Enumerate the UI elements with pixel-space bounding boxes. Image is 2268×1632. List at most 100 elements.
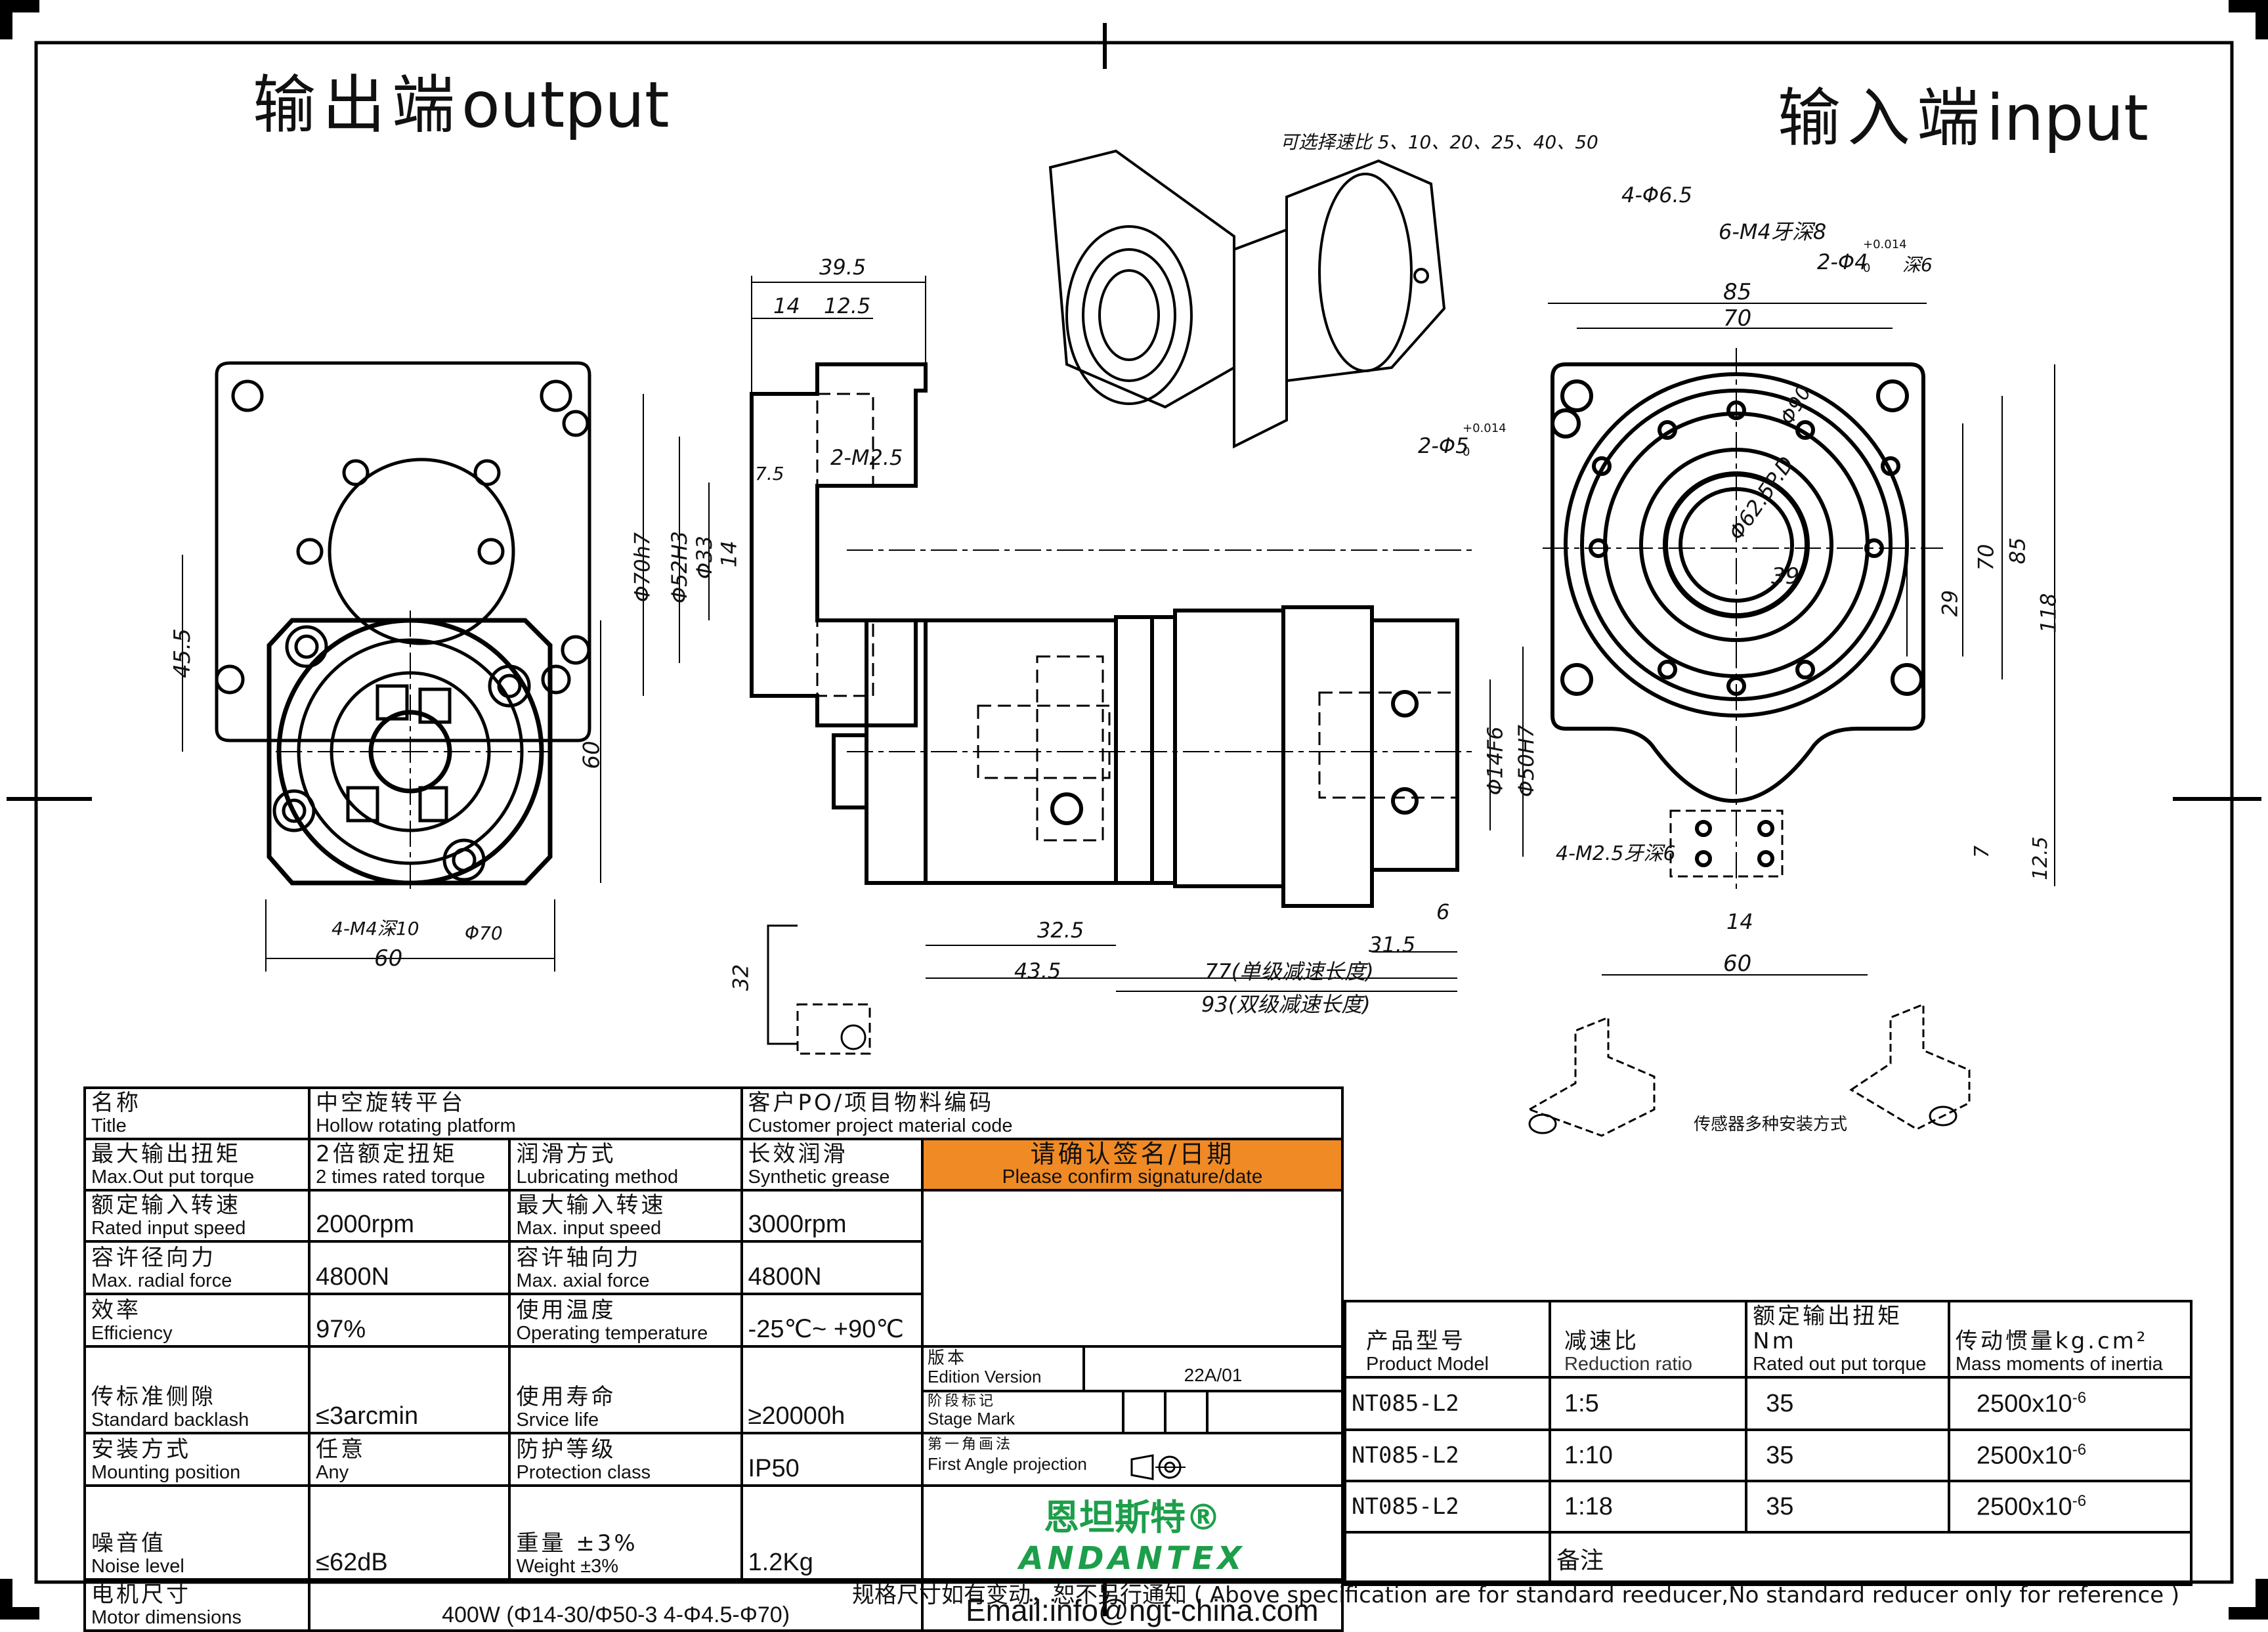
dim-label: 70 [1973, 544, 1999, 571]
weight-value: 1.2Kg [740, 1484, 924, 1581]
max-speed-value: 3000rpm [740, 1189, 924, 1243]
rated-speed-value: 2000rpm [308, 1189, 511, 1243]
dim-label: 60 [1723, 951, 1752, 977]
dim-label: +0.014 [1863, 238, 1907, 251]
temperature-value: -25℃~ +90℃ [740, 1293, 924, 1348]
axial-force-value: 4800N [740, 1240, 924, 1295]
dim-label: 7.5 [755, 463, 784, 484]
model-cell: NT085-L2 [1344, 1428, 1551, 1482]
inertia-cell: 2500x10-6 [1947, 1376, 2193, 1431]
dim-label: 85 [2005, 537, 2030, 565]
efficiency-value: 97% [308, 1293, 511, 1348]
dim-label: Φ14F6 [1482, 726, 1508, 796]
output-heading-cn: 输出端 [253, 68, 461, 142]
dim-label: 14 [716, 540, 742, 568]
output-heading: 输出端output [253, 54, 670, 145]
protection-value: IP50 [740, 1432, 924, 1487]
dim-label: Φ52H3 [667, 530, 693, 604]
ratio-cell: 1:10 [1548, 1428, 1748, 1482]
input-heading-en: input [1986, 81, 2149, 155]
dim-label: 0 [1863, 261, 1871, 275]
model-cell: NT085-L2 [1344, 1480, 1551, 1534]
dim-label: 0 [1463, 445, 1470, 459]
input-end-view [1543, 303, 2055, 976]
noise-value: ≤62dB [308, 1484, 511, 1581]
backlash-value: ≤3arcmin [308, 1345, 511, 1434]
dim-label: 4-M4深10 [332, 918, 419, 939]
dim-label: 39 [1771, 563, 1800, 590]
dim-label: 12.5 [2028, 836, 2052, 880]
dim-label: Φ70h7 [630, 532, 655, 603]
dim-label: 29 [1937, 590, 1963, 617]
dim-label: Φ50H7 [1514, 724, 1539, 798]
weight-label: 重量 ±3%Weight ±3% [508, 1484, 743, 1581]
output-end-view [182, 361, 601, 972]
dim-label: 2-M2.5 [830, 445, 903, 470]
table-row: NT085-L2 1:10 35 2500x10-6 [1344, 1428, 2193, 1482]
dim-label: 85 [1723, 279, 1752, 305]
dim-label: Φ70 [465, 922, 503, 944]
dim-label: 4-M2.5牙深6 [1556, 842, 1676, 865]
life-value: ≥20000h [740, 1345, 924, 1434]
remarks-label [1344, 1531, 1550, 1586]
sensor-note: 传感器多种安装方式 [1694, 1115, 1848, 1134]
dim-label: 45.5 [169, 628, 196, 678]
inertia-cell: 2500x10-6 [1947, 1480, 2193, 1534]
signature-area[interactable] [921, 1189, 1344, 1346]
ratio-cell: 1:5 [1548, 1376, 1748, 1431]
inertia-cell: 2500x10-6 [1947, 1428, 2193, 1482]
dim-label: 14 [773, 293, 800, 318]
dim-label: Φ33 [691, 536, 717, 579]
table-row: NT085-L2 1:5 35 2500x10-6 [1344, 1376, 2193, 1431]
dim-label: 6-M4牙深8 [1719, 219, 1827, 244]
dim-label: 77(单级减速长度) [1205, 959, 1374, 984]
dim-label: 32.5 [1037, 918, 1084, 943]
dim-label: 7 [1971, 845, 1994, 859]
dim-label: 12.5 [824, 293, 871, 318]
torque-cell: 35 [1745, 1428, 1950, 1482]
sensor-sketches [1527, 1002, 1971, 1137]
dim-label: 深6 [1902, 254, 1933, 276]
dim-label: 60 [374, 945, 403, 972]
side-section-view [643, 276, 1524, 1055]
dim-label: 93(双级减速长度) [1201, 992, 1371, 1017]
dim-label: 2-Φ5 [1418, 433, 1469, 458]
dim-label: +0.014 [1463, 421, 1507, 435]
first-angle-projection-icon [1130, 1454, 1186, 1480]
company-logo: 恩坦斯特® ANDANTEX [921, 1484, 1344, 1581]
ratio-cell: 1:18 [1548, 1480, 1748, 1534]
dim-label: 70 [1723, 305, 1752, 332]
table-row: NT085-L2 1:18 35 2500x10-6 [1344, 1480, 2193, 1534]
ratio-note: 可选择速比 5、10、20、25、40、50 [1280, 131, 1598, 153]
dim-label: 6 [1436, 899, 1450, 924]
input-heading: 输入端input [1778, 67, 2149, 158]
isometric-view [1048, 149, 1446, 449]
remarks-cell[interactable]: 备注 [1548, 1531, 2193, 1586]
input-heading-cn: 输入端 [1778, 81, 1986, 155]
model-cell: NT085-L2 [1344, 1376, 1551, 1431]
edition-value: 22A/01 [1184, 1365, 1243, 1385]
